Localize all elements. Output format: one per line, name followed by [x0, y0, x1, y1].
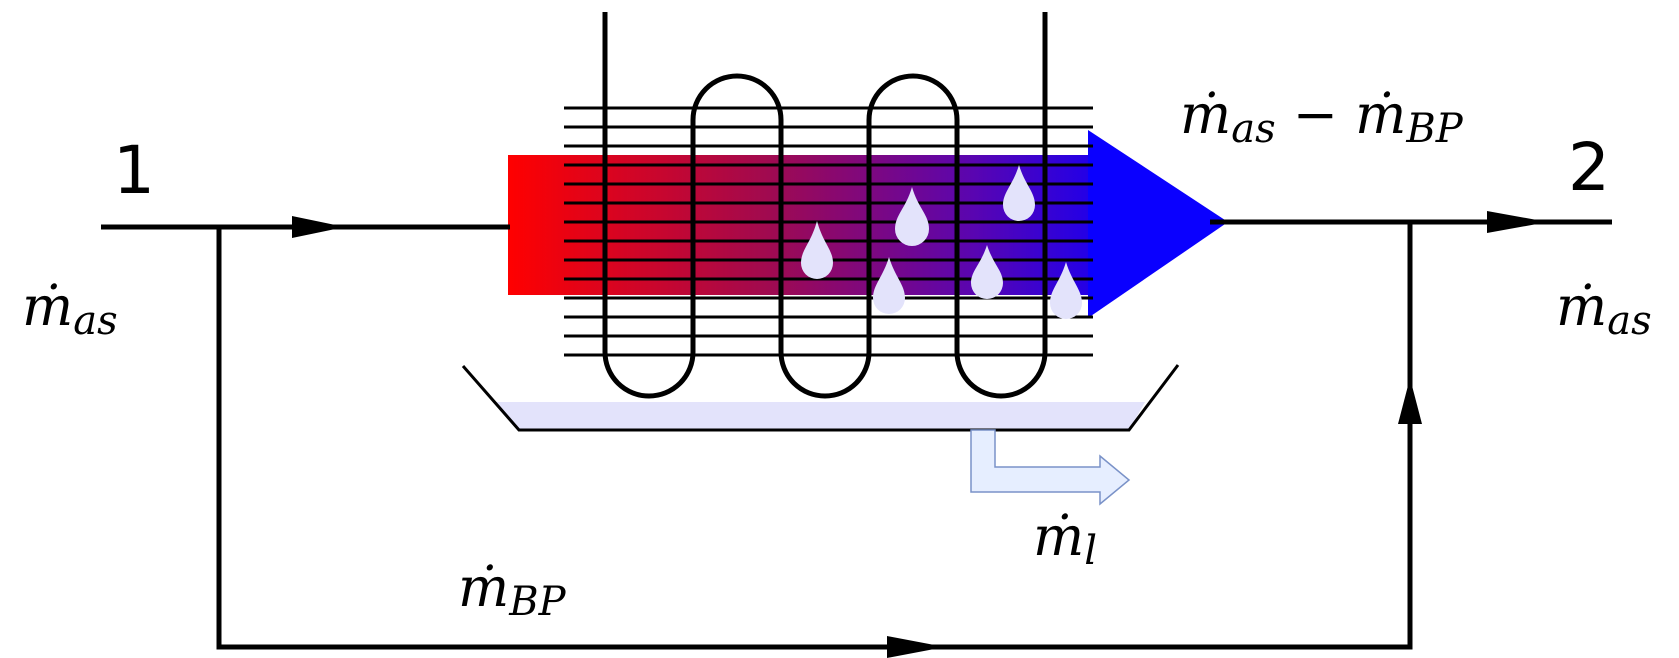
bypass-line [216, 222, 1413, 650]
drip-pan [461, 364, 1180, 432]
flow-direction-arrows [292, 211, 1548, 658]
condensate-drain-arrow [970, 429, 1131, 506]
condensate-mass-flow-label: ṁl [1033, 505, 1097, 574]
bypass-up-arrow-icon [1398, 378, 1422, 424]
bypass-mass-flow-label: ṁBP [458, 556, 567, 625]
condensate-droplets [801, 165, 1082, 319]
inlet-arrow-icon [292, 216, 345, 238]
bypass-arrow-icon [887, 636, 945, 658]
outlet-mass-flow-label: ṁas [1556, 275, 1652, 344]
coil-tube [602, 12, 1048, 399]
outlet-arrow-icon [1487, 211, 1548, 233]
state-point-1: 1 [113, 132, 155, 209]
inlet-mass-flow-label: ṁas [22, 275, 118, 344]
state-point-2: 2 [1568, 129, 1610, 206]
coil-outlet-flow-label: ṁas − ṁBP [1180, 83, 1464, 152]
